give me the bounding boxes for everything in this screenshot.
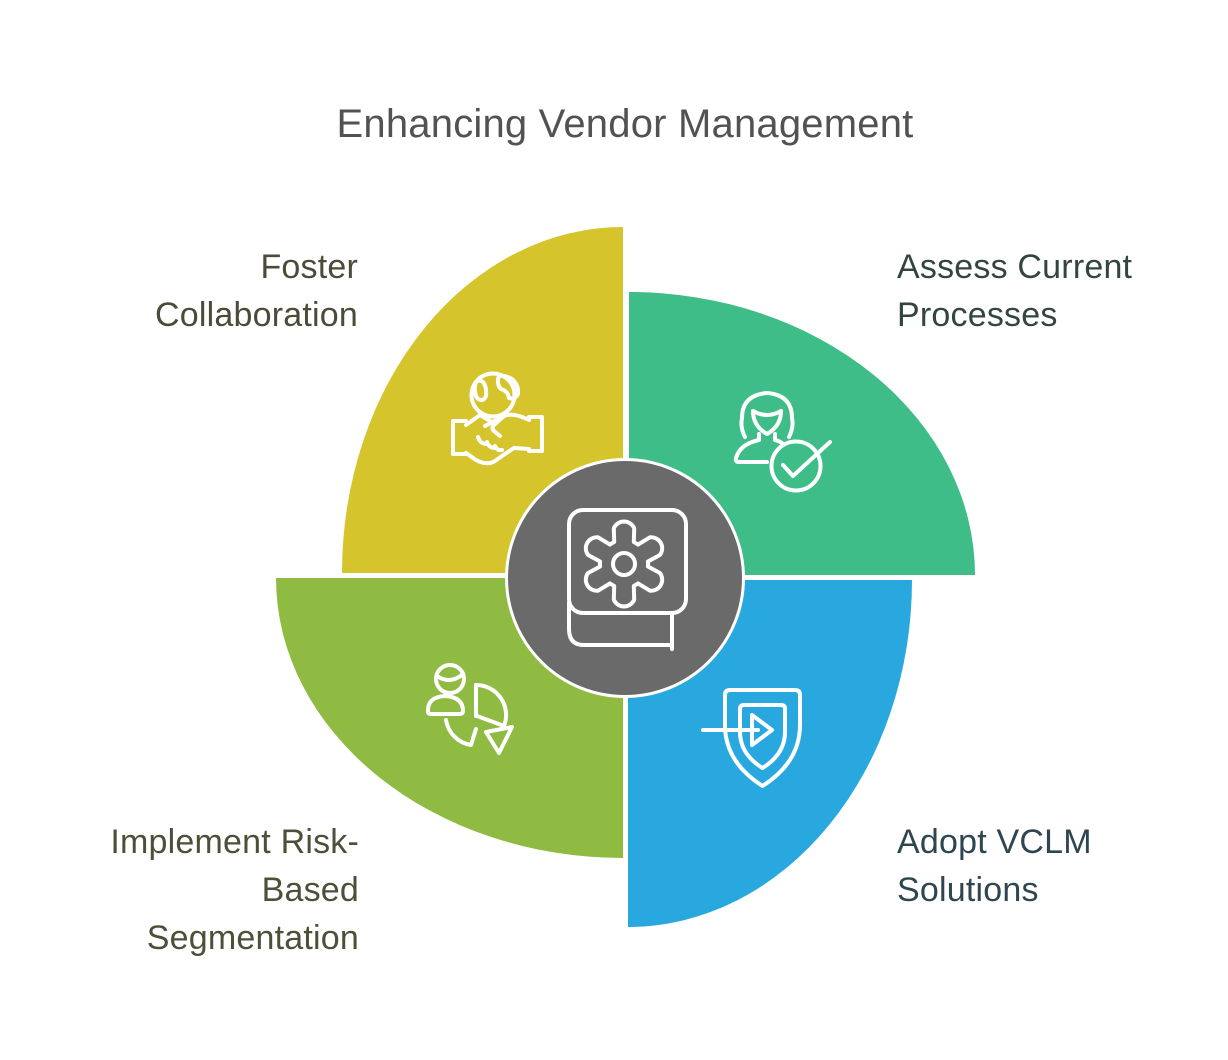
center-circle [505, 458, 745, 698]
label-adopt-vclm-solutions: Adopt VCLM Solutions [897, 818, 1227, 914]
label-line: Based [261, 871, 359, 909]
book-gear-icon [550, 495, 710, 660]
person-pie-chart-icon [420, 655, 540, 765]
label-foster-collaboration: Foster Collaboration [0, 243, 358, 339]
label-line: Assess Current [897, 248, 1133, 286]
label-line: Implement Risk- [110, 823, 359, 861]
shield-arrow-icon [700, 680, 840, 800]
person-check-icon [720, 380, 860, 510]
label-assess-current-processes: Assess Current Processes [897, 243, 1227, 339]
label-line: Processes [897, 296, 1058, 334]
page-title: Enhancing Vendor Management [336, 102, 914, 146]
label-implement-risk-based-segmentation: Implement Risk- Based Segmentation [0, 818, 359, 962]
label-line: Segmentation [146, 919, 359, 957]
label-line: Adopt VCLM [897, 823, 1092, 861]
label-line: Collaboration [155, 296, 358, 334]
label-line: Solutions [897, 871, 1039, 909]
label-line: Foster [260, 248, 358, 286]
handshake-globe-icon [440, 365, 560, 475]
